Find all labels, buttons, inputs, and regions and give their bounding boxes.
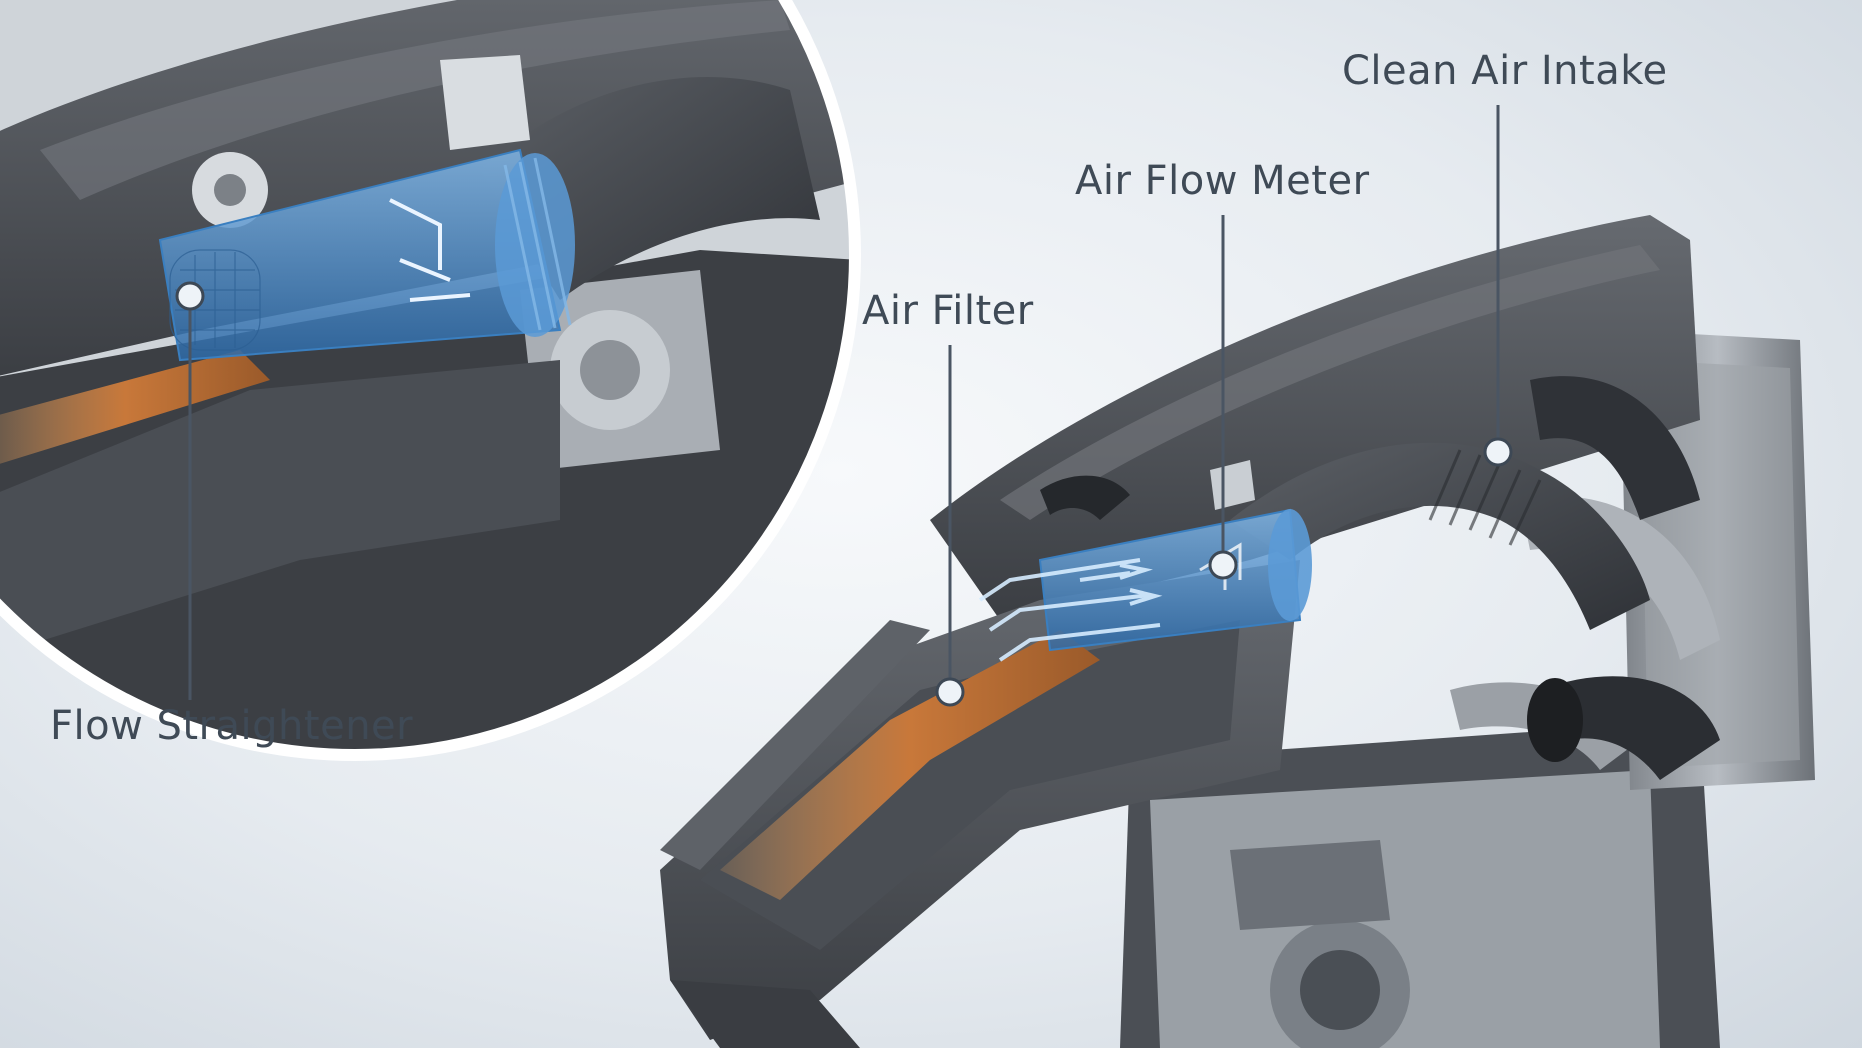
- label-flow-straightener: Flow Straightener: [50, 703, 414, 749]
- circle-pin-icon: [175, 281, 205, 311]
- label-air-filter: Air Filter: [862, 288, 1034, 334]
- label-clean-air-intake: Clean Air Intake: [1342, 48, 1668, 94]
- circle-pin-icon: [935, 677, 965, 707]
- circle-pin-icon: [1483, 437, 1513, 467]
- leader-lines: [188, 105, 1500, 700]
- label-air-flow-meter: Air Flow Meter: [1075, 158, 1370, 204]
- engine-assembly: [660, 215, 1815, 1048]
- circle-pin-icon: [1208, 550, 1238, 580]
- magnified-inset: [0, 0, 861, 761]
